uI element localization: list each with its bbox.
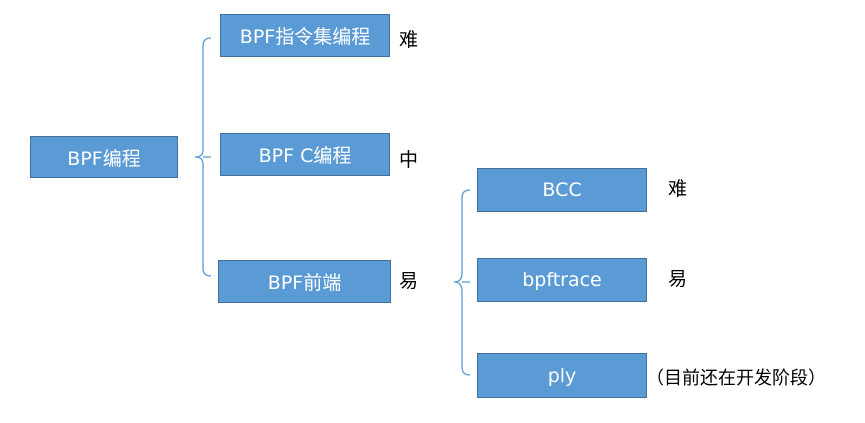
node-bpftrace: bpftrace: [477, 258, 647, 302]
node-label: BPF前端: [267, 272, 342, 294]
node-bcc: BCC: [477, 168, 647, 212]
node-bpf-instruction-set: BPF指令集编程: [220, 14, 390, 57]
frontend-note: 难: [668, 178, 688, 200]
difficulty-label: 难: [399, 29, 419, 51]
difficulty-label: 易: [399, 270, 419, 292]
node-bpf-c: BPF C编程: [220, 133, 390, 176]
node-bpf-programming: BPF编程: [30, 136, 178, 178]
difficulty-label: 中: [399, 149, 419, 171]
frontend-note: （目前还在开发阶段）: [646, 368, 826, 389]
node-bpf-frontend: BPF前端: [218, 260, 391, 303]
root-bracket: [194, 37, 212, 277]
node-label: BPF C编程: [258, 145, 352, 167]
node-ply: ply: [477, 353, 647, 398]
node-label: bpftrace: [522, 269, 602, 291]
frontend-note: 易: [668, 268, 688, 290]
node-label: BCC: [542, 179, 582, 201]
node-label: BPF编程: [67, 147, 141, 170]
node-label: ply: [547, 364, 577, 387]
frontend-bracket: [453, 189, 471, 376]
node-label: BPF指令集编程: [239, 26, 371, 48]
